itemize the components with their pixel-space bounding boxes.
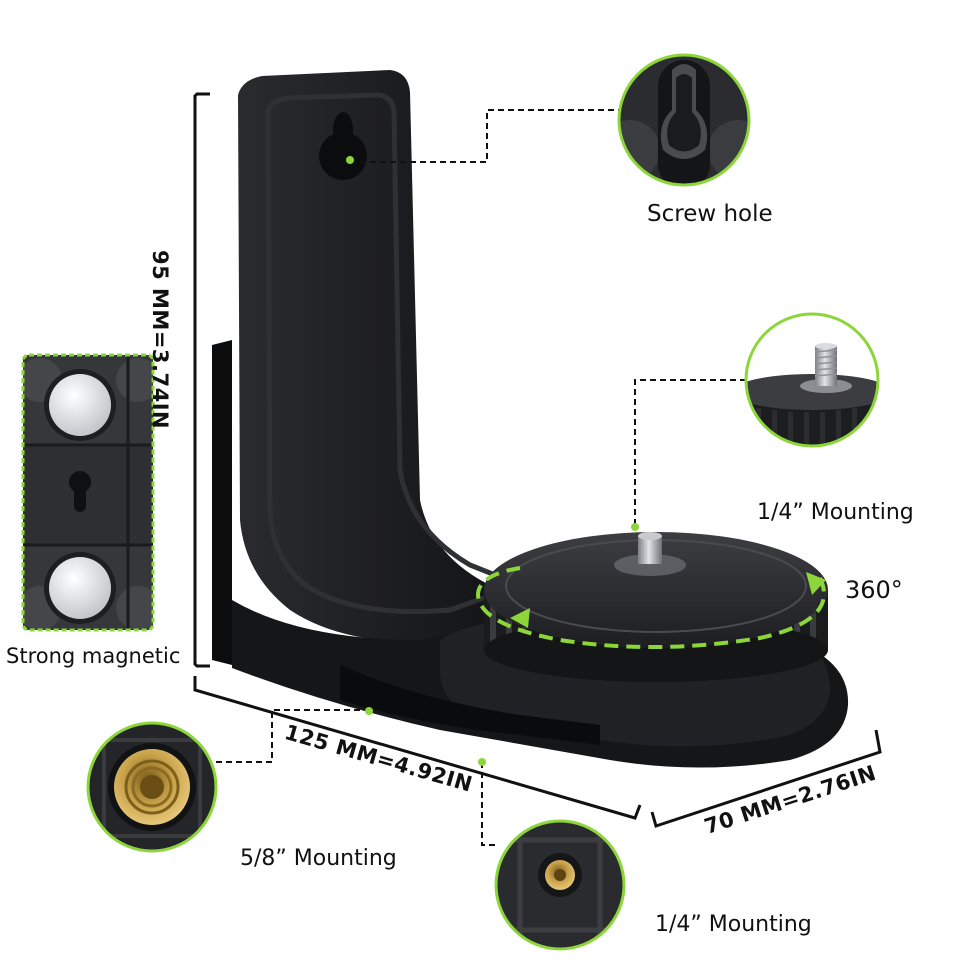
- threaded-stud-icon: [744, 312, 880, 448]
- dimension-lines: [193, 92, 882, 828]
- callout-leaders: [216, 109, 745, 846]
- product-bracket: [212, 70, 849, 768]
- five-eighths-mount-label: 5/8” Mounting: [240, 846, 397, 871]
- callout-dots: [346, 156, 639, 766]
- quarter-mount-top-label: 1/4” Mounting: [757, 500, 914, 525]
- screw-hole-label: Screw hole: [647, 201, 773, 227]
- keyhole-slot-icon: [617, 53, 751, 187]
- strong-magnetic-label: Strong magnetic: [6, 644, 181, 668]
- height-dimension-label: 95 MM=3.74IN: [148, 250, 172, 430]
- brass-insert-icon: [86, 721, 218, 853]
- quarter-mount-bottom-label: 1/4” Mounting: [655, 912, 812, 937]
- rotation-arrow-icon: [475, 566, 826, 650]
- small-brass-insert-icon: [494, 819, 626, 951]
- rotation-label: 360°: [845, 576, 903, 604]
- magnet-back-icon: [21, 353, 155, 632]
